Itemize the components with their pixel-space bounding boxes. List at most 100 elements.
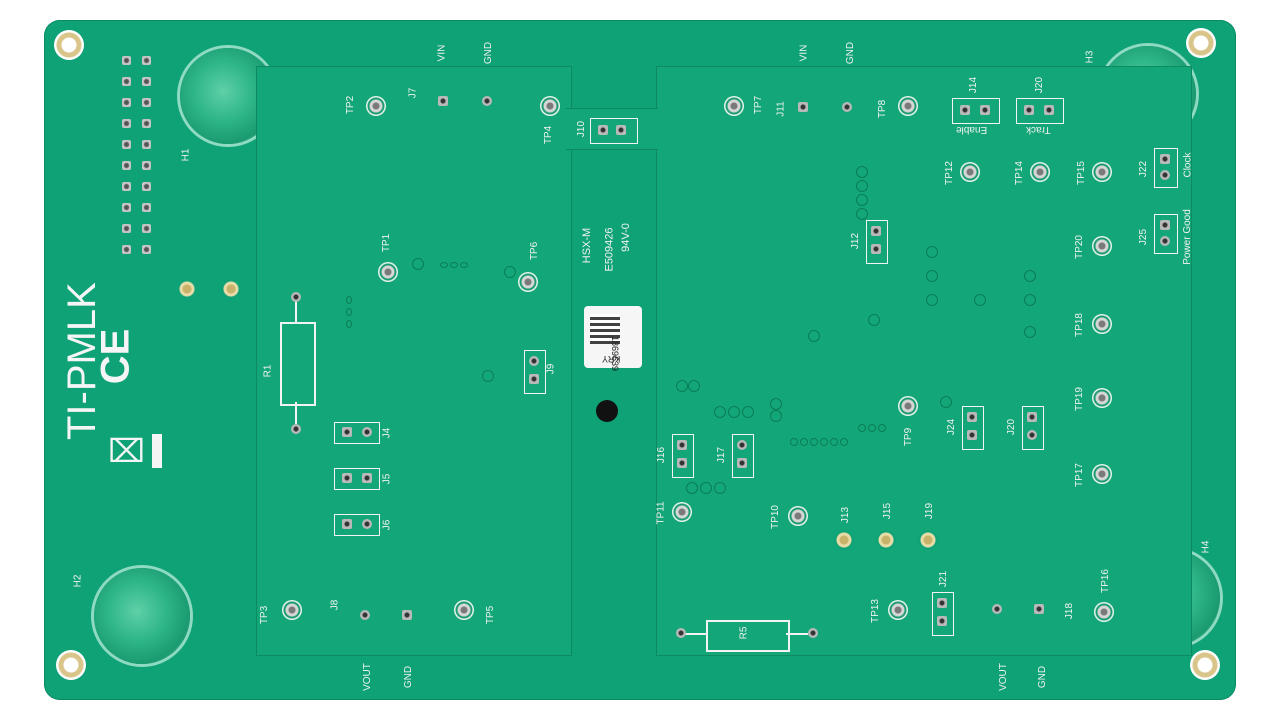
via bbox=[346, 320, 352, 328]
tp2 bbox=[366, 96, 386, 116]
j20-jumper bbox=[1016, 98, 1064, 124]
j8-pin-1 bbox=[360, 610, 370, 620]
j6-label: J6 bbox=[381, 519, 393, 531]
via bbox=[974, 294, 986, 306]
via bbox=[504, 266, 516, 278]
header-pin bbox=[122, 56, 131, 65]
via bbox=[482, 370, 494, 382]
r5-lead-left bbox=[684, 633, 706, 635]
j20-pin-2 bbox=[1044, 105, 1054, 115]
j13-label: J13 bbox=[840, 506, 852, 524]
j16-pin-2 bbox=[677, 458, 687, 468]
header-pin bbox=[122, 182, 131, 191]
via bbox=[926, 294, 938, 306]
j18-pin-1 bbox=[992, 604, 1002, 614]
left-module-panel bbox=[256, 66, 572, 656]
tp12 bbox=[960, 162, 980, 182]
r5-resistor bbox=[706, 620, 790, 652]
j5-pin-2 bbox=[362, 473, 372, 483]
tp6-label: TP6 bbox=[529, 241, 541, 261]
j8-label: J8 bbox=[329, 599, 341, 611]
j10-jumper bbox=[590, 118, 638, 144]
j9-pin-1 bbox=[529, 356, 539, 366]
left-gnd-label: GND bbox=[483, 41, 495, 65]
via bbox=[878, 424, 886, 432]
j10-pin-2 bbox=[616, 125, 626, 135]
j17-pin-1 bbox=[737, 440, 747, 450]
tp11 bbox=[672, 502, 692, 522]
j11-pin-1 bbox=[798, 102, 808, 112]
right-gnd-label: GND bbox=[845, 41, 857, 65]
j21-pin-2 bbox=[937, 616, 947, 626]
via bbox=[346, 296, 352, 304]
tp13 bbox=[888, 600, 908, 620]
header-pin bbox=[122, 161, 131, 170]
via bbox=[700, 482, 712, 494]
via bbox=[820, 438, 828, 446]
header-pin bbox=[122, 77, 131, 86]
r1-label: R1 bbox=[262, 364, 274, 378]
via bbox=[460, 262, 468, 268]
j5-jumper bbox=[334, 468, 380, 490]
tp5 bbox=[454, 600, 474, 620]
enable-label: Enable bbox=[956, 124, 988, 135]
tp2-label: TP2 bbox=[345, 95, 357, 115]
j16-pin-1 bbox=[677, 440, 687, 450]
j15-label: J15 bbox=[882, 502, 894, 520]
weee-icon: ⌧ bbox=[108, 433, 145, 469]
tp3 bbox=[282, 600, 302, 620]
label-h1: H1 bbox=[180, 148, 192, 162]
via bbox=[770, 410, 782, 422]
tp4 bbox=[540, 96, 560, 116]
datamatrix-code bbox=[590, 314, 620, 344]
j21-label: J21 bbox=[938, 570, 950, 588]
tp9 bbox=[898, 396, 918, 416]
tp15-label: TP15 bbox=[1075, 161, 1087, 185]
via bbox=[1024, 270, 1036, 282]
via bbox=[714, 482, 726, 494]
tp16 bbox=[1094, 602, 1114, 622]
tp18-label: TP18 bbox=[1073, 313, 1085, 337]
j20b-pin-1 bbox=[1027, 412, 1037, 422]
power-pad-1 bbox=[178, 280, 196, 298]
header-pin bbox=[142, 224, 151, 233]
tp6 bbox=[518, 272, 538, 292]
j4-label: J4 bbox=[381, 427, 393, 439]
j8-pin-2 bbox=[402, 610, 412, 620]
fiducial-dot bbox=[596, 400, 618, 422]
tp10-label: TP10 bbox=[769, 505, 781, 529]
via bbox=[940, 396, 952, 408]
via bbox=[840, 438, 848, 446]
via bbox=[810, 438, 818, 446]
header-pin bbox=[142, 245, 151, 254]
j20-label: J20 bbox=[1034, 76, 1046, 94]
j14-pin-1 bbox=[960, 105, 970, 115]
label-h3: H3 bbox=[1084, 50, 1096, 64]
tp19-label: TP19 bbox=[1073, 387, 1085, 411]
tp7-label: TP7 bbox=[753, 95, 765, 115]
j15-pad bbox=[876, 530, 896, 550]
power-pad-2 bbox=[222, 280, 240, 298]
tp5-label: TP5 bbox=[485, 605, 497, 625]
via bbox=[346, 308, 352, 316]
via bbox=[676, 380, 688, 392]
mount-hole-tl bbox=[54, 30, 84, 60]
mount-hole-bl bbox=[56, 650, 86, 680]
mount-hole-br bbox=[1190, 650, 1220, 680]
tp7 bbox=[724, 96, 744, 116]
r1-pad-1 bbox=[291, 292, 301, 302]
j21-pin-1 bbox=[937, 598, 947, 608]
via bbox=[856, 208, 868, 220]
j12-label: J12 bbox=[850, 232, 862, 250]
j9-pin-2 bbox=[529, 374, 539, 384]
j11-pin-2 bbox=[842, 102, 852, 112]
tp1-label: TP1 bbox=[381, 233, 393, 253]
j5-pin-1 bbox=[342, 473, 352, 483]
right-gnd-bottom-label: GND bbox=[1037, 665, 1049, 689]
tp18 bbox=[1092, 314, 1112, 334]
via bbox=[830, 438, 838, 446]
header-pin bbox=[142, 161, 151, 170]
r1-resistor bbox=[280, 322, 316, 406]
via bbox=[770, 398, 782, 410]
j4-pin-1 bbox=[342, 427, 352, 437]
